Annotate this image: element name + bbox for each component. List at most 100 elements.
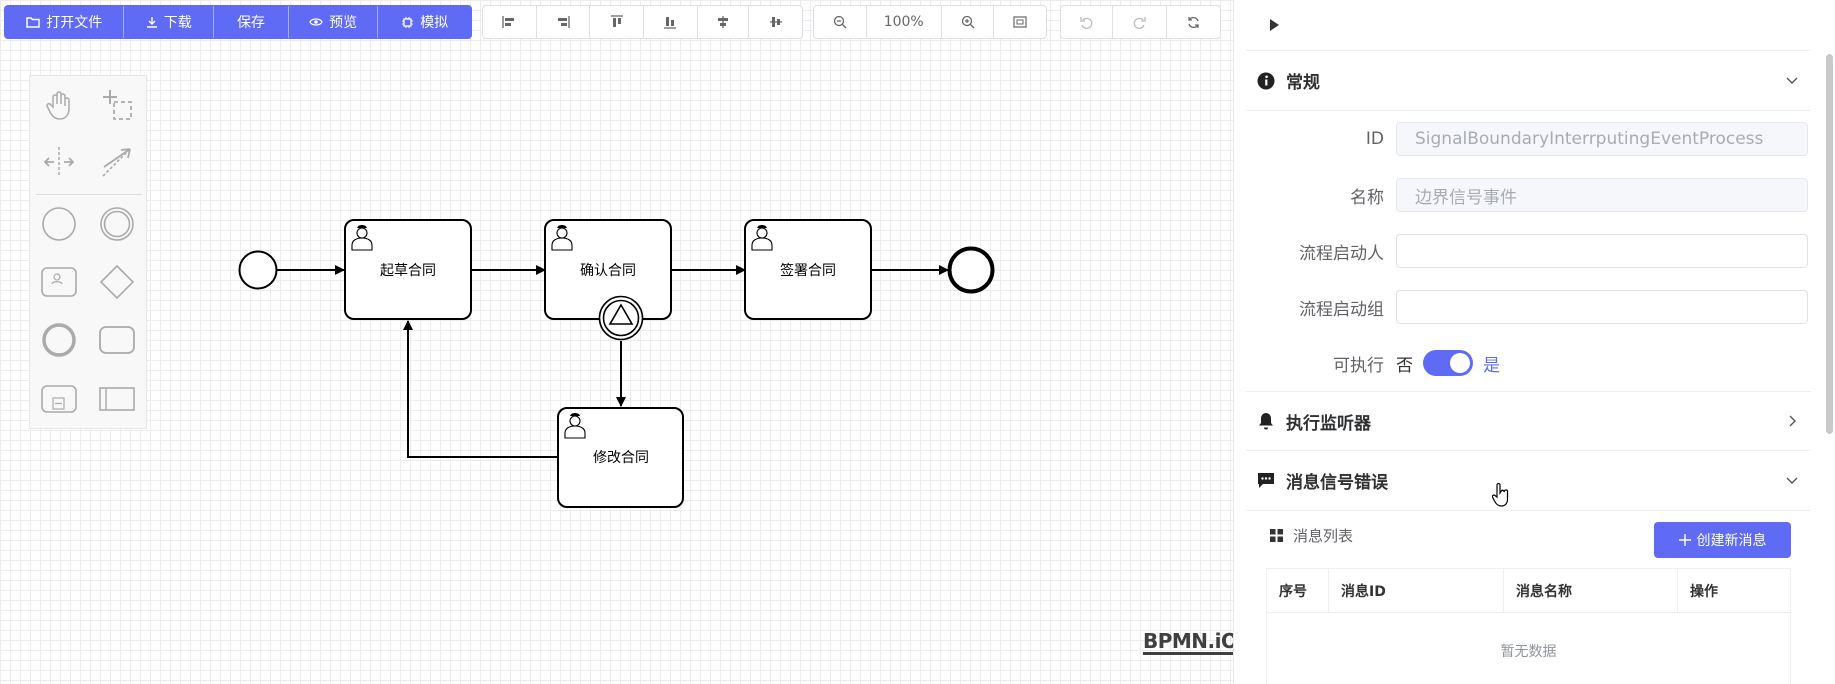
switch-on-label[interactable]: 是 bbox=[1483, 355, 1500, 376]
lasso-tool[interactable] bbox=[96, 84, 138, 126]
column-header[interactable]: 消息ID bbox=[1329, 569, 1504, 612]
simulate-label: 模拟 bbox=[420, 15, 449, 31]
zoom-in-button[interactable] bbox=[942, 6, 995, 38]
name-row: 名称 边界信号事件 bbox=[1246, 178, 1811, 212]
hand-tool[interactable] bbox=[38, 84, 80, 126]
redo-icon bbox=[1133, 16, 1146, 29]
task-modify-contract[interactable]: 修改合同 bbox=[557, 407, 684, 508]
name-input[interactable]: 边界信号事件 bbox=[1396, 178, 1808, 212]
undo-button[interactable] bbox=[1061, 6, 1114, 38]
section-title: 消息信号错误 bbox=[1286, 473, 1388, 493]
boundary-signal-event[interactable] bbox=[598, 295, 644, 341]
eye-icon bbox=[309, 18, 323, 26]
align-bottom-button[interactable] bbox=[644, 6, 698, 38]
download-icon bbox=[146, 17, 157, 28]
subprocess-icon bbox=[41, 385, 77, 413]
section-title: 执行监听器 bbox=[1286, 413, 1371, 434]
download-button[interactable]: 下载 bbox=[124, 6, 215, 38]
column-header[interactable]: 序号 bbox=[1267, 569, 1329, 612]
create-message-label: 创建新消息 bbox=[1696, 533, 1767, 549]
switch-off-label[interactable]: 否 bbox=[1396, 355, 1413, 376]
column-header[interactable]: 操作 bbox=[1690, 583, 1718, 600]
user-task-icon bbox=[751, 225, 773, 251]
grid-icon bbox=[1270, 529, 1283, 542]
align-left-icon bbox=[502, 16, 515, 28]
fit-view-icon bbox=[1013, 16, 1027, 28]
zoom-in-icon bbox=[961, 15, 975, 29]
message-icon bbox=[1256, 471, 1276, 491]
collapse-panel-icon[interactable] bbox=[1264, 15, 1284, 35]
create-message-button[interactable]: 创建新消息 bbox=[1654, 522, 1791, 558]
id-input[interactable]: SignalBoundaryInterrputingEventProcess bbox=[1396, 122, 1808, 156]
connect-arrow-icon bbox=[102, 148, 131, 177]
redo-button[interactable] bbox=[1113, 6, 1167, 38]
bpmn-diagram: 起草合同 确认合同 签署合同 bbox=[238, 219, 995, 508]
starter-group-input[interactable] bbox=[1396, 290, 1808, 324]
simulate-button[interactable]: 模拟 bbox=[378, 6, 471, 38]
intermediate-event-tool[interactable] bbox=[96, 203, 138, 245]
panel-scrollbar[interactable] bbox=[1826, 54, 1833, 434]
end-event[interactable] bbox=[947, 246, 995, 294]
section-title: 常规 bbox=[1286, 73, 1320, 93]
section-listeners-header[interactable]: 执行监听器 bbox=[1246, 391, 1811, 451]
start-event-tool[interactable] bbox=[38, 203, 80, 245]
bpmn-canvas[interactable]: 打开文件 下载 保存 预览 模拟 bbox=[0, 0, 1238, 684]
pool-tool[interactable] bbox=[96, 378, 138, 420]
align-left-button[interactable] bbox=[483, 6, 537, 38]
align-toolbar bbox=[482, 5, 803, 39]
task-tool[interactable] bbox=[96, 319, 138, 361]
palette-separator bbox=[36, 194, 142, 195]
subprocess-tool[interactable] bbox=[38, 378, 80, 420]
starter-label: 流程启动人 bbox=[1299, 243, 1384, 264]
folder-icon bbox=[26, 17, 40, 28]
open-file-button[interactable]: 打开文件 bbox=[5, 6, 125, 38]
id-row: ID SignalBoundaryInterrputingEventProces… bbox=[1246, 122, 1811, 156]
gateway-tool[interactable] bbox=[96, 261, 138, 303]
align-top-button[interactable] bbox=[590, 6, 645, 38]
task-sign-contract[interactable]: 签署合同 bbox=[744, 219, 872, 320]
flow-modify-draft[interactable] bbox=[403, 320, 558, 458]
plus-icon bbox=[1678, 534, 1691, 546]
user-task-tool[interactable] bbox=[38, 261, 80, 303]
space-tool[interactable] bbox=[38, 141, 80, 183]
zoom-toolbar: 100% bbox=[813, 5, 1047, 39]
section-general-header[interactable]: 常规 bbox=[1246, 51, 1811, 111]
user-task-icon bbox=[351, 225, 373, 251]
start-event[interactable] bbox=[238, 250, 278, 290]
start-event-icon bbox=[42, 207, 76, 241]
refresh-icon bbox=[1188, 16, 1199, 28]
hand-pointer-cursor-icon bbox=[1492, 483, 1509, 507]
chevron-down-icon bbox=[1786, 477, 1798, 484]
preview-button[interactable]: 预览 bbox=[289, 6, 379, 38]
bpmn-io-logo[interactable]: BPMN.iO bbox=[1143, 629, 1238, 655]
intermediate-event-icon bbox=[100, 207, 134, 241]
save-label: 保存 bbox=[236, 15, 265, 31]
connect-tool[interactable] bbox=[96, 141, 138, 183]
fit-viewport-button[interactable] bbox=[994, 6, 1046, 38]
column-header[interactable]: 消息名称 bbox=[1504, 569, 1678, 612]
history-toolbar bbox=[1060, 5, 1221, 39]
save-button[interactable]: 保存 bbox=[214, 6, 289, 38]
executable-switch[interactable] bbox=[1423, 350, 1473, 376]
align-center-icon bbox=[718, 16, 729, 28]
task-label: 签署合同 bbox=[780, 262, 836, 279]
task-draft-contract[interactable]: 起草合同 bbox=[344, 219, 472, 320]
chevron-down-icon bbox=[1786, 77, 1798, 84]
zoom-out-button[interactable] bbox=[814, 6, 867, 38]
align-middle-button[interactable] bbox=[749, 6, 802, 38]
align-center-button[interactable] bbox=[698, 6, 750, 38]
starter-row: 流程启动人 bbox=[1246, 234, 1811, 268]
section-messages-header[interactable]: 消息信号错误 bbox=[1246, 451, 1811, 511]
task-label: 确认合同 bbox=[580, 263, 636, 279]
reset-button[interactable] bbox=[1167, 6, 1220, 38]
id-label: ID bbox=[1365, 129, 1384, 149]
align-right-button[interactable] bbox=[537, 6, 591, 38]
starter-input[interactable] bbox=[1396, 234, 1808, 268]
space-icon bbox=[43, 147, 75, 177]
message-list-label: 消息列表 bbox=[1270, 525, 1353, 546]
preview-label: 预览 bbox=[329, 15, 358, 31]
task-label: 修改合同 bbox=[593, 450, 649, 466]
message-table: 序号 消息ID 消息名称 操作 暂无数据 bbox=[1266, 568, 1791, 684]
end-event-tool[interactable] bbox=[38, 319, 80, 361]
properties-panel: 常规 ID SignalBoundaryInterrputingEventPro… bbox=[1233, 0, 1835, 684]
